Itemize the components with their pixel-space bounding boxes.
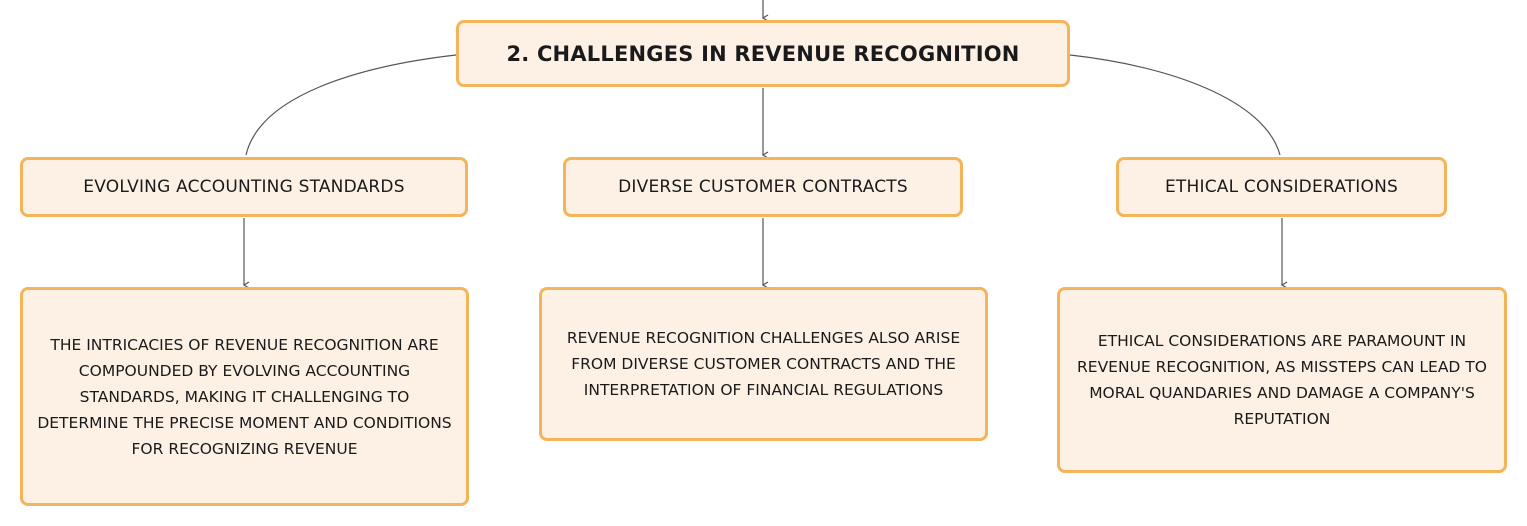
topic-label: ETHICAL CONSIDERATIONS — [1164, 177, 1399, 197]
topic-node-evolving-accounting-standards[interactable]: EVOLVING ACCOUNTING STANDARDS — [20, 157, 468, 217]
detail-text: ETHICAL CONSIDERATIONS ARE PARAMOUNT IN … — [1077, 332, 1487, 428]
root-node[interactable]: 2. CHALLENGES IN REVENUE RECOGNITION — [456, 20, 1070, 87]
detail-node-diverse-customer-contracts[interactable]: REVENUE RECOGNITION CHALLENGES ALSO ARIS… — [539, 287, 988, 441]
root-title: 2. CHALLENGES IN REVENUE RECOGNITION — [506, 41, 1020, 66]
detail-node-ethical-considerations[interactable]: ETHICAL CONSIDERATIONS ARE PARAMOUNT IN … — [1057, 287, 1507, 473]
connector-root-to-topic-3 — [1069, 54, 1281, 156]
detail-text: REVENUE RECOGNITION CHALLENGES ALSO ARIS… — [566, 329, 961, 399]
detail-text: THE INTRICACIES OF REVENUE RECOGNITION A… — [37, 335, 452, 458]
topic-label: EVOLVING ACCOUNTING STANDARDS — [83, 177, 405, 197]
topic-node-ethical-considerations[interactable]: ETHICAL CONSIDERATIONS — [1116, 157, 1447, 217]
topic-node-diverse-customer-contracts[interactable]: DIVERSE CUSTOMER CONTRACTS — [563, 157, 963, 217]
connector-root-to-topic-1 — [245, 54, 457, 156]
topic-label: DIVERSE CUSTOMER CONTRACTS — [618, 177, 908, 197]
detail-node-evolving-accounting-standards[interactable]: THE INTRICACIES OF REVENUE RECOGNITION A… — [20, 287, 469, 506]
